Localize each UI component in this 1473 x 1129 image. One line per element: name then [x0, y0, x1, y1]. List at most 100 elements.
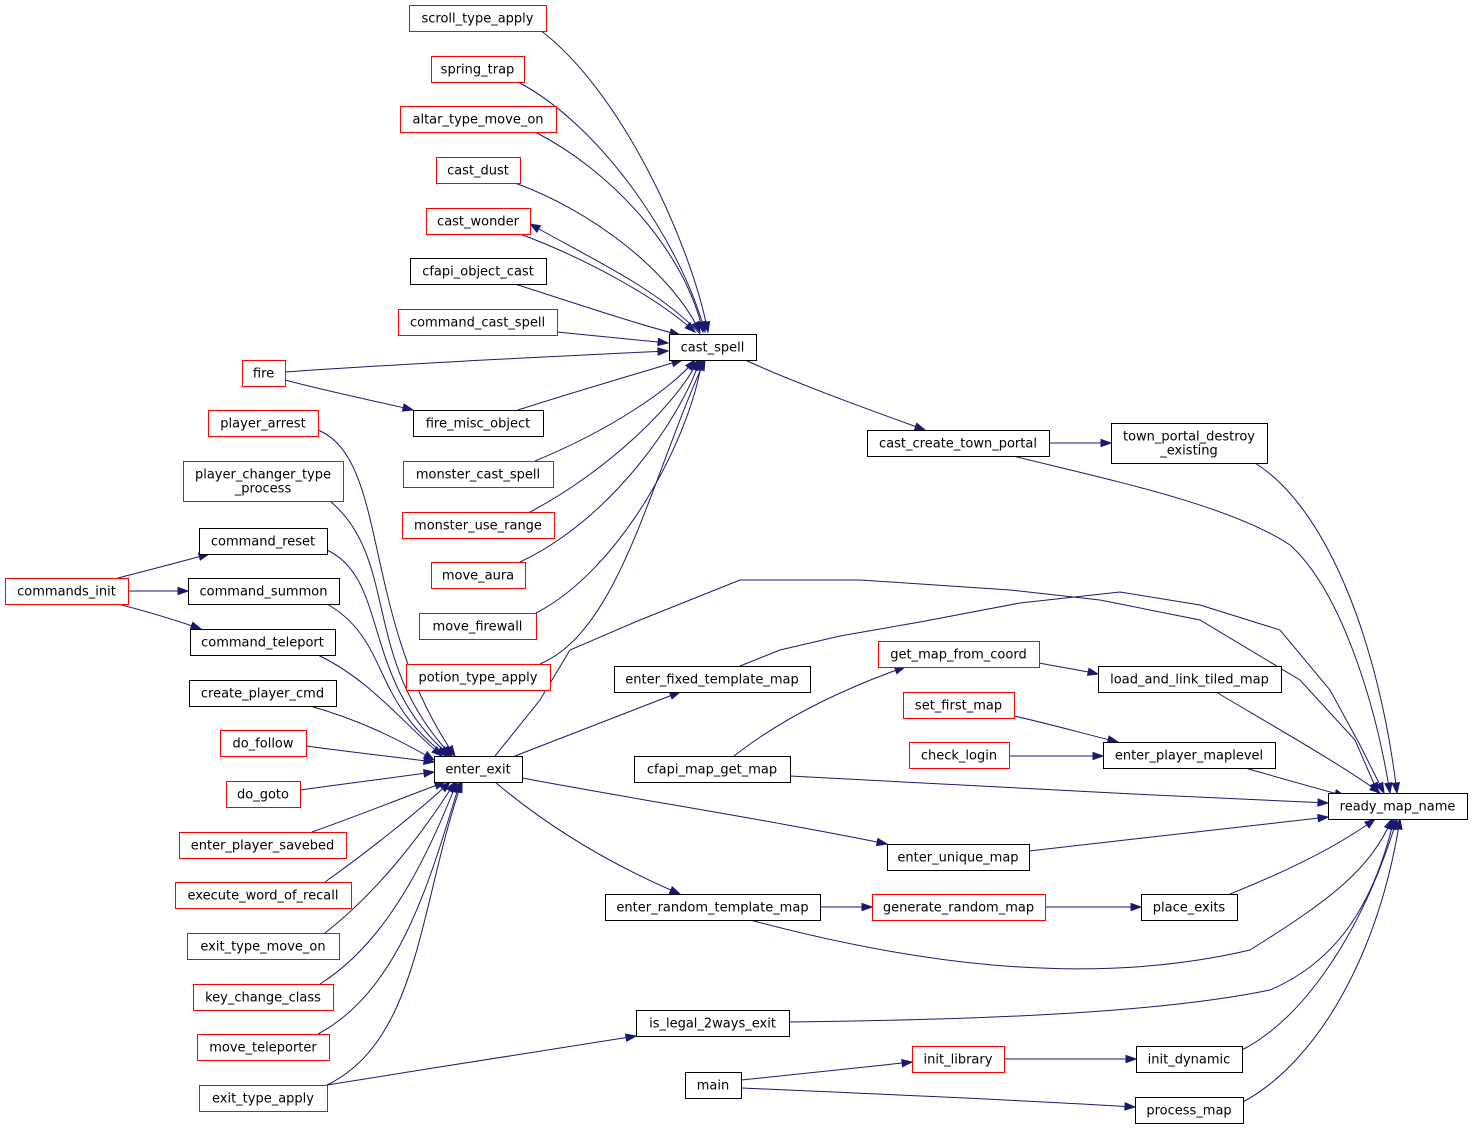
node-move-firewall[interactable]: move_firewall [419, 613, 537, 640]
edge-line [299, 771, 435, 791]
edge-execute_word_of_recall-to-enter_exit [324, 780, 452, 883]
node-key-change-class[interactable]: key_change_class [193, 984, 334, 1011]
node-label: cast_dust [447, 164, 509, 179]
edge-arrowhead [1086, 667, 1100, 676]
node-box [413, 410, 544, 437]
edge-line [514, 182, 701, 333]
node-fire[interactable]: fire [242, 360, 286, 387]
node-potion-type-apply[interactable]: potion_type_apply [406, 664, 551, 691]
edge-arrowhead [913, 422, 927, 431]
node-cast-dust[interactable]: cast_dust [436, 157, 521, 184]
edge-init_library-to-init_dynamic [1004, 1054, 1138, 1064]
node-spring-trap[interactable]: spring_trap [431, 56, 525, 83]
node-execute-word-of-recall[interactable]: execute_word_of_recall [175, 882, 352, 909]
edge-line [739, 591, 1385, 794]
edge-arrowhead [454, 780, 463, 794]
node-command-reset[interactable]: command_reset [199, 528, 328, 555]
node-do-follow[interactable]: do_follow [220, 730, 307, 757]
edge-line [1215, 691, 1381, 794]
edge-line [117, 603, 202, 630]
edge-main-to-init_library [740, 1058, 914, 1081]
edge-line [519, 359, 701, 563]
edge-line [326, 549, 451, 757]
node-monster-cast-spell[interactable]: monster_cast_spell [403, 461, 554, 488]
node-command-cast-spell[interactable]: command_cast_spell [398, 309, 558, 336]
edge-enter_exit-to-enter_random_template_map [494, 781, 682, 895]
node-command-teleport[interactable]: command_teleport [190, 629, 336, 656]
edge-line [534, 359, 696, 462]
edge-line [556, 331, 669, 344]
node-town-portal-destroy-existing[interactable]: town_portal_destroy_existing [1111, 423, 1268, 464]
node-is-legal-2ways-exit[interactable]: is_legal_2ways_exit [636, 1010, 790, 1037]
node-box [909, 742, 1010, 769]
node-cfapi-map-get-map[interactable]: cfapi_map_get_map [634, 756, 791, 783]
edge-arrowhead [696, 358, 706, 372]
node-process-map[interactable]: process_map [1135, 1097, 1244, 1124]
node-player-arrest[interactable]: player_arrest [208, 410, 319, 437]
node-label: cfapi_map_get_map [647, 763, 777, 778]
node-cast-wonder[interactable]: cast_wonder [426, 208, 531, 235]
node-box [410, 258, 547, 285]
node-box [190, 629, 336, 656]
node-exit-type-move-on[interactable]: exit_type_move_on [187, 933, 340, 960]
edge-arrowhead [1394, 817, 1403, 831]
node-init-dynamic[interactable]: init_dynamic [1136, 1046, 1243, 1073]
node-cfapi-object-cast[interactable]: cfapi_object_cast [410, 258, 547, 285]
node-init-library[interactable]: init_library [912, 1046, 1005, 1073]
node-command-summon[interactable]: command_summon [188, 578, 340, 605]
edge-arrowhead [1125, 1054, 1138, 1064]
edge-line [311, 781, 446, 833]
node-commands-init[interactable]: commands_init [5, 578, 129, 605]
node-altar-type-move-on[interactable]: altar_type_move_on [400, 106, 557, 133]
node-box [398, 309, 558, 336]
edge-commands_init-to-command_reset [117, 552, 211, 579]
node-box [199, 528, 328, 555]
node-player-changer-type-process[interactable]: player_changer_type_process [183, 461, 344, 502]
node-scroll-type-apply[interactable]: scroll_type_apply [409, 5, 547, 32]
node-label: ready_map_name [1340, 800, 1456, 815]
node-do-goto[interactable]: do_goto [226, 781, 301, 808]
node-enter-fixed-template-map[interactable]: enter_fixed_template_map [614, 666, 811, 693]
node-label: main [697, 1079, 729, 1094]
edge-line [284, 379, 414, 411]
node-box [403, 461, 554, 488]
node-label: player_arrest [220, 417, 305, 432]
node-enter-random-template-map[interactable]: enter_random_template_map [605, 894, 821, 921]
edge-line [521, 777, 888, 845]
node-generate-random-map[interactable]: generate_random_map [872, 894, 1046, 921]
edge-do_follow-to-enter_exit [305, 745, 436, 765]
node-box [409, 5, 547, 32]
edge-line [305, 745, 435, 763]
node-label: generate_random_map [883, 901, 1034, 916]
node-place-exits[interactable]: place_exits [1141, 894, 1238, 921]
edge-fire_misc_object-to-cast_spell [517, 358, 684, 411]
node-main[interactable]: main [685, 1072, 742, 1099]
node-box [179, 832, 347, 859]
node-fire-misc-object[interactable]: fire_misc_object [413, 410, 544, 437]
edge-line [284, 350, 669, 373]
node-exit-type-apply[interactable]: exit_type_apply [199, 1085, 328, 1112]
node-enter-player-savebed[interactable]: enter_player_savebed [179, 832, 347, 859]
node-cast-spell[interactable]: cast_spell [669, 334, 757, 361]
node-move-teleporter[interactable]: move_teleporter [197, 1034, 330, 1061]
node-enter-exit[interactable]: enter_exit [434, 756, 523, 783]
node-load-and-link-tiled-map[interactable]: load_and_link_tiled_map [1098, 666, 1282, 693]
edge-cast_create_town_portal-to-ready_map_name [1012, 455, 1393, 795]
node-label: altar_type_move_on [412, 113, 543, 128]
node-move-aura[interactable]: move_aura [431, 562, 526, 589]
node-ready-map-name[interactable]: ready_map_name [1328, 793, 1468, 820]
node-cast-create-town-portal[interactable]: cast_create_town_portal [867, 430, 1050, 457]
node-monster-use-range[interactable]: monster_use_range [402, 512, 555, 539]
node-set-first-map[interactable]: set_first_map [903, 692, 1015, 719]
edge-enter_random_template_map-to-generate_random_map [819, 902, 874, 912]
edge-line [529, 359, 699, 513]
edges-layer [117, 29, 1403, 1111]
node-enter-unique-map[interactable]: enter_unique_map [887, 844, 1030, 871]
edge-process_map-to-ready_map_name [1242, 817, 1403, 1103]
edge-scroll_type_apply-to-cast_spell [539, 29, 711, 334]
node-check-login[interactable]: check_login [909, 742, 1010, 769]
edge-line [326, 781, 463, 1086]
node-create-player-cmd[interactable]: create_player_cmd [189, 680, 337, 707]
node-enter-player-maplevel[interactable]: enter_player_maplevel [1103, 742, 1276, 769]
node-get-map-from-coord[interactable]: get_map_from_coord [878, 641, 1040, 668]
